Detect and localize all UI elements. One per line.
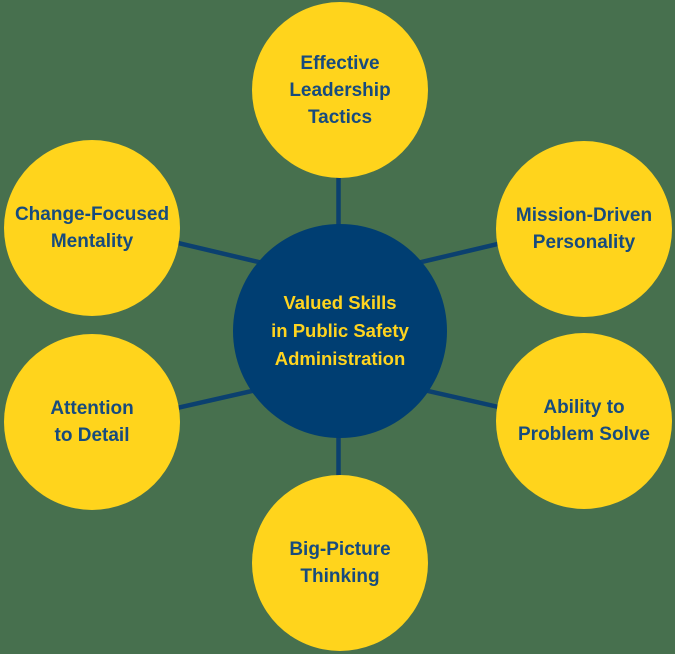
center-circle-valued-skills: Valued Skills in Public Safety Administr… [233,224,447,438]
satellite-effective-leadership-tactics: Effective Leadership Tactics [252,2,428,178]
satellite-ability-to-problem-solve: Ability to Problem Solve [496,333,672,509]
satellite-label: Change-Focused Mentality [14,204,170,252]
satellite-label: Big-Picture Thinking [289,539,391,587]
satellite-label: Ability to Problem Solve [518,397,650,445]
satellite-label: Attention to Detail [50,398,134,446]
center-label: Valued Skills in Public Safety Administr… [271,292,409,369]
satellite-label: Mission-Driven Personality [515,205,653,253]
satellite-change-focused-mentality: Change-Focused Mentality [4,140,180,316]
satellite-label: Effective Leadership Tactics [289,52,391,128]
satellite-attention-to-detail: Attention to Detail [4,334,180,510]
satellite-mission-driven-personality: Mission-Driven Personality [496,141,672,317]
satellite-big-picture-thinking: Big-Picture Thinking [252,475,428,651]
